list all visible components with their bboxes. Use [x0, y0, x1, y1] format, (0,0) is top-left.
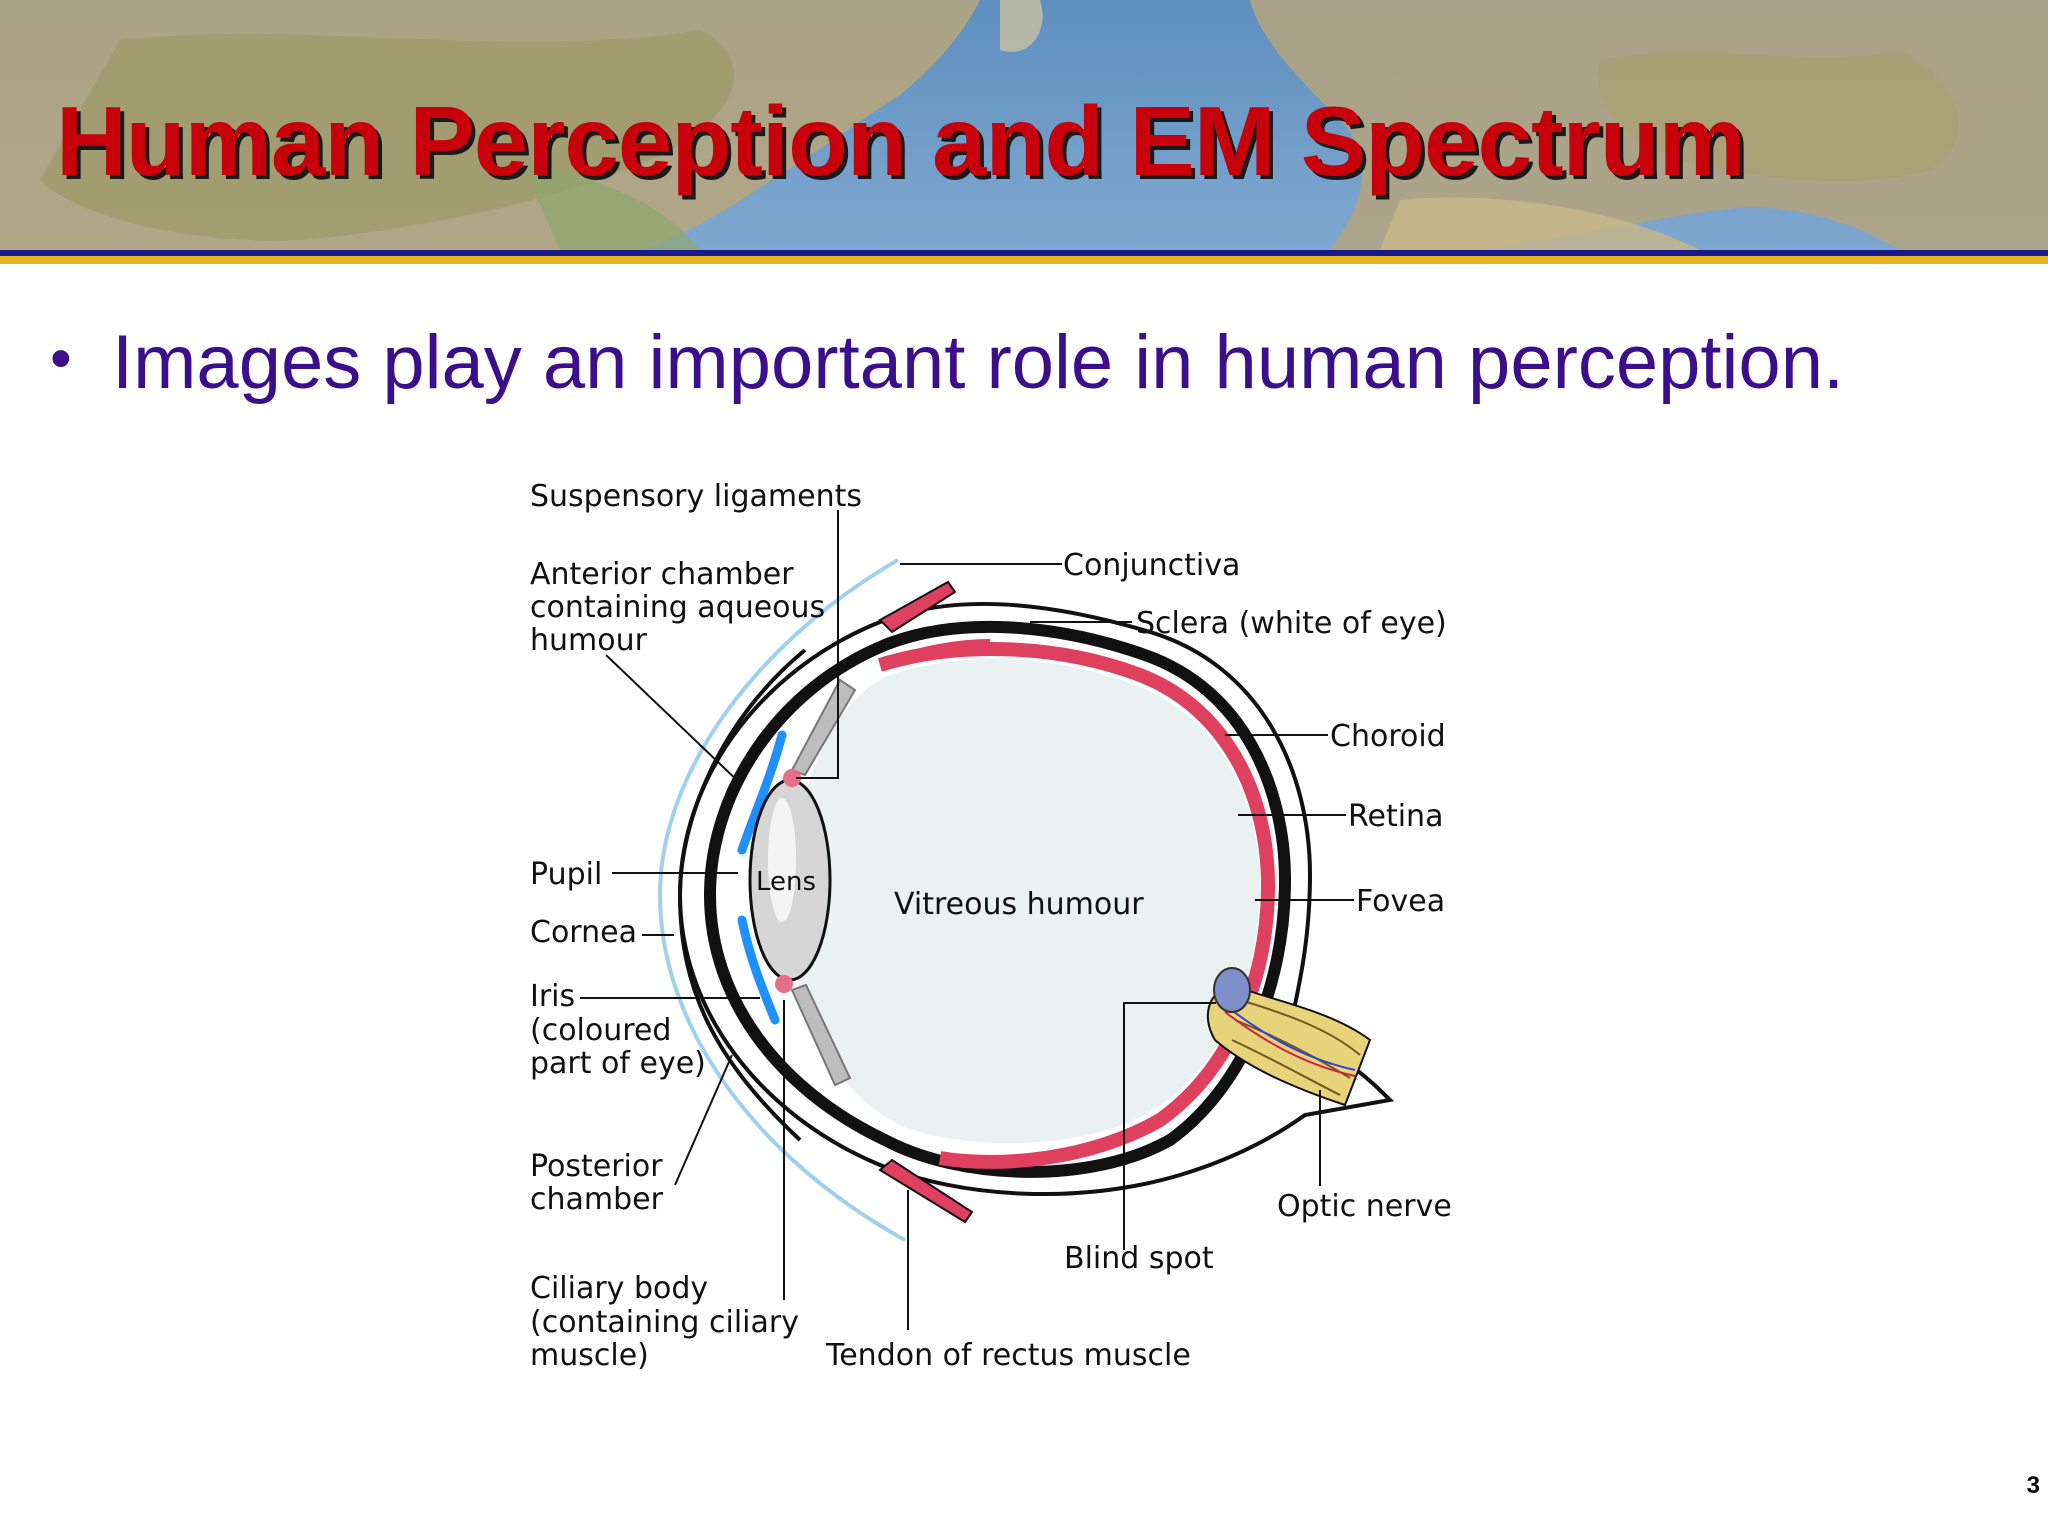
label-anterior-2: containing aqueous — [530, 590, 825, 625]
ciliary-upper-shape — [790, 678, 857, 777]
leader-blind-spot — [1123, 1002, 1216, 1250]
conjunctiva-bottom-shape — [878, 1158, 974, 1224]
label-posterior-2: chamber — [530, 1182, 664, 1217]
leader-anterior — [605, 654, 743, 786]
bullet-dot: • — [50, 324, 72, 393]
label-posterior-1: Posterior — [530, 1149, 663, 1184]
leader-suspensory — [796, 510, 839, 779]
cornea-edge-shape — [657, 558, 906, 1242]
leader-posterior — [674, 1054, 733, 1186]
ciliary-lower-shape — [790, 983, 852, 1087]
retina-front-shape — [878, 639, 991, 671]
label-fovea: Fovea — [1356, 884, 1445, 919]
label-iris-3: part of eye) — [530, 1046, 706, 1081]
label-lens: Lens — [756, 867, 816, 897]
suspensory-upper-shape — [783, 769, 801, 787]
eyeball — [657, 558, 1395, 1242]
label-sclera: Sclera (white of eye) — [1136, 606, 1447, 641]
label-vitreous: Vitreous humour — [894, 887, 1144, 922]
conjunctiva-top-shape — [878, 580, 957, 634]
header-rule-gold — [0, 256, 2048, 264]
label-tendon: Tendon of rectus muscle — [825, 1338, 1191, 1373]
label-suspensory: Suspensory ligaments — [530, 479, 862, 514]
label-anterior-3: humour — [530, 623, 648, 658]
label-ciliary-3: muscle) — [530, 1338, 649, 1373]
label-choroid: Choroid — [1330, 719, 1446, 754]
page-number: 3 — [2026, 1472, 2040, 1499]
blind-spot-shape — [1213, 967, 1251, 1013]
header-rule-blue — [0, 250, 2048, 256]
label-pupil: Pupil — [530, 857, 602, 892]
slide-header: Human Perception and EM Spectrum — [0, 0, 2048, 250]
vitreous-shape — [790, 658, 1260, 1144]
map-background — [0, 0, 2048, 250]
slide-title: Human Perception and EM Spectrum — [56, 86, 1746, 196]
suspensory-lower-shape — [775, 975, 793, 993]
label-ciliary-1: Ciliary body — [530, 1271, 708, 1306]
label-retina: Retina — [1348, 799, 1443, 834]
label-ciliary-2: (containing ciliary — [530, 1305, 799, 1340]
label-cornea: Cornea — [530, 915, 637, 950]
choroid-shape — [703, 620, 1292, 1178]
retina-shape — [877, 642, 1276, 1169]
iris-upper-shape — [737, 730, 787, 855]
label-blind-spot: Blind spot — [1064, 1241, 1214, 1276]
cornea-shape — [677, 648, 807, 1142]
label-conjunctiva: Conjunctiva — [1063, 548, 1240, 583]
bullet-text: Images play an important role in human p… — [112, 320, 1845, 405]
diagram-labels: Suspensory ligaments Anterior chamber co… — [530, 479, 1452, 1373]
label-iris-1: Iris — [530, 979, 575, 1014]
label-iris-2: (coloured — [530, 1013, 671, 1048]
bullet-item: • Images play an important role in human… — [50, 318, 2000, 408]
iris-lower-shape — [737, 915, 780, 1025]
leader-lines — [580, 510, 1354, 1330]
label-anterior-1: Anterior chamber — [530, 557, 794, 592]
label-optic-nerve: Optic nerve — [1277, 1189, 1452, 1224]
